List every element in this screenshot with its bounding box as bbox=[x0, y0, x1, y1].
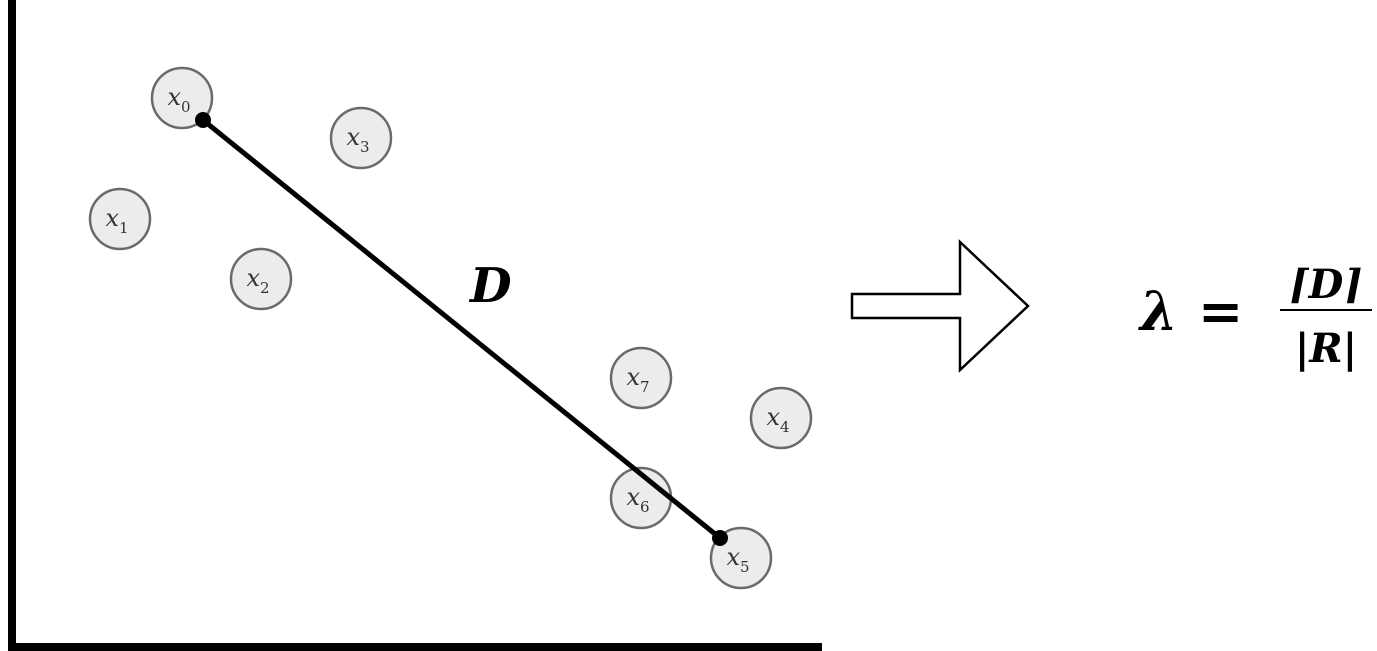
point-label-sub: 2 bbox=[260, 279, 270, 297]
point-circle bbox=[609, 346, 673, 410]
point-label-var: x bbox=[246, 264, 260, 292]
point-node-x1: x1 bbox=[88, 187, 152, 251]
point-label-sub: 5 bbox=[740, 558, 750, 576]
formula: λ = ⌈D⌉ |R| bbox=[1138, 261, 1372, 372]
formula-denominator: |R| bbox=[1295, 325, 1357, 372]
segment-end-dot bbox=[712, 530, 728, 546]
point-circle bbox=[229, 247, 293, 311]
point-label: x1 bbox=[105, 204, 128, 237]
point-label-var: x bbox=[626, 483, 640, 511]
point-label: x6 bbox=[626, 483, 649, 516]
point-label: x0 bbox=[167, 83, 190, 116]
point-node-x2: x2 bbox=[229, 247, 293, 311]
implies-arrow-icon bbox=[850, 239, 1030, 373]
point-label-var: x bbox=[626, 363, 640, 391]
point-label-var: x bbox=[346, 123, 360, 151]
point-node-x4: x4 bbox=[749, 386, 813, 450]
point-label: x5 bbox=[726, 543, 749, 576]
point-label-var: x bbox=[105, 204, 119, 232]
point-circle bbox=[88, 187, 152, 251]
point-label: x4 bbox=[766, 403, 789, 436]
point-label-var: x bbox=[726, 543, 740, 571]
point-label-var: x bbox=[167, 83, 181, 111]
point-label-sub: 3 bbox=[360, 138, 370, 156]
point-label-sub: 0 bbox=[181, 98, 191, 116]
point-node-x0: x0 bbox=[150, 66, 214, 130]
point-node-x3: x3 bbox=[329, 106, 393, 170]
point-node-x7: x7 bbox=[609, 346, 673, 410]
formula-equals: = bbox=[1198, 279, 1243, 343]
point-circle bbox=[749, 386, 813, 450]
point-label-var: x bbox=[766, 403, 780, 431]
point-node-x6: x6 bbox=[609, 466, 673, 530]
point-circle bbox=[329, 106, 393, 170]
point-label: x7 bbox=[626, 363, 649, 396]
point-label: x3 bbox=[346, 123, 369, 156]
point-label-sub: 1 bbox=[119, 219, 129, 237]
point-circle bbox=[150, 66, 214, 130]
point-label-sub: 6 bbox=[640, 498, 650, 516]
point-label-sub: 4 bbox=[780, 418, 790, 436]
point-label: x2 bbox=[246, 264, 269, 297]
segment-start-dot bbox=[195, 112, 211, 128]
point-label-sub: 7 bbox=[640, 378, 650, 396]
distance-segment bbox=[201, 118, 722, 540]
formula-numerator: ⌈D⌉ bbox=[1290, 261, 1363, 308]
formula-lambda: λ bbox=[1138, 279, 1178, 343]
segment-label: D bbox=[468, 258, 512, 314]
